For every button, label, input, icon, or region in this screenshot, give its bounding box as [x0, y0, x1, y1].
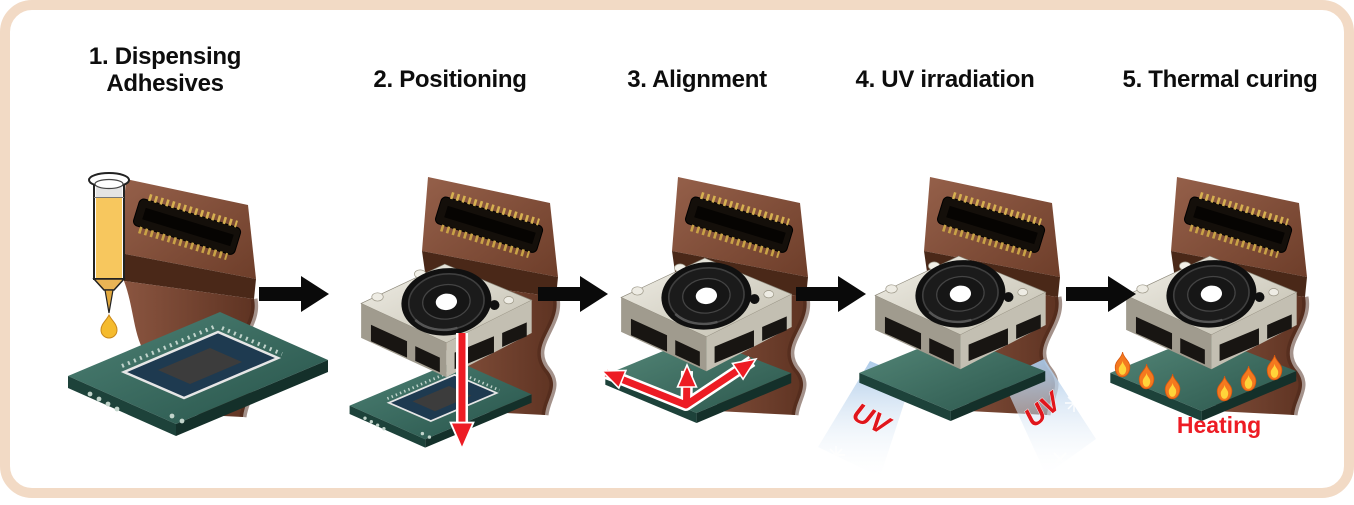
- step-2-title: 2. Positioning: [373, 66, 527, 93]
- step-2-graphic: [348, 165, 618, 450]
- step-1-title-line2: Adhesives: [106, 70, 224, 97]
- step-4-title: 4. UV irradiation: [855, 66, 1035, 93]
- placement-down-arrow-icon: [449, 333, 475, 450]
- flow-arrow-2-icon: [538, 276, 608, 312]
- alignment-arrows-icon: [597, 350, 763, 411]
- step-1-graphic: [66, 172, 330, 438]
- adhesive-syringe-icon: [88, 172, 130, 314]
- step-4-graphic: UV UV: [818, 165, 1096, 477]
- flow-arrow-4-icon: [1066, 276, 1136, 312]
- flow-arrow-3-icon: [796, 276, 866, 312]
- step-3-graphic: [597, 165, 890, 423]
- heating-label: Heating: [1177, 412, 1261, 438]
- step-5-title: 5. Thermal curing: [1122, 66, 1318, 93]
- step-1-title: 1. Dispensing Adhesives: [35, 43, 295, 97]
- step-5-graphic: Heating: [1110, 165, 1354, 438]
- flow-arrow-1-icon: [259, 276, 329, 312]
- step-1-title-line1: 1. Dispensing: [88, 43, 242, 70]
- adhesive-drop-icon: [100, 314, 118, 339]
- step-3-title: 3. Alignment: [627, 66, 767, 93]
